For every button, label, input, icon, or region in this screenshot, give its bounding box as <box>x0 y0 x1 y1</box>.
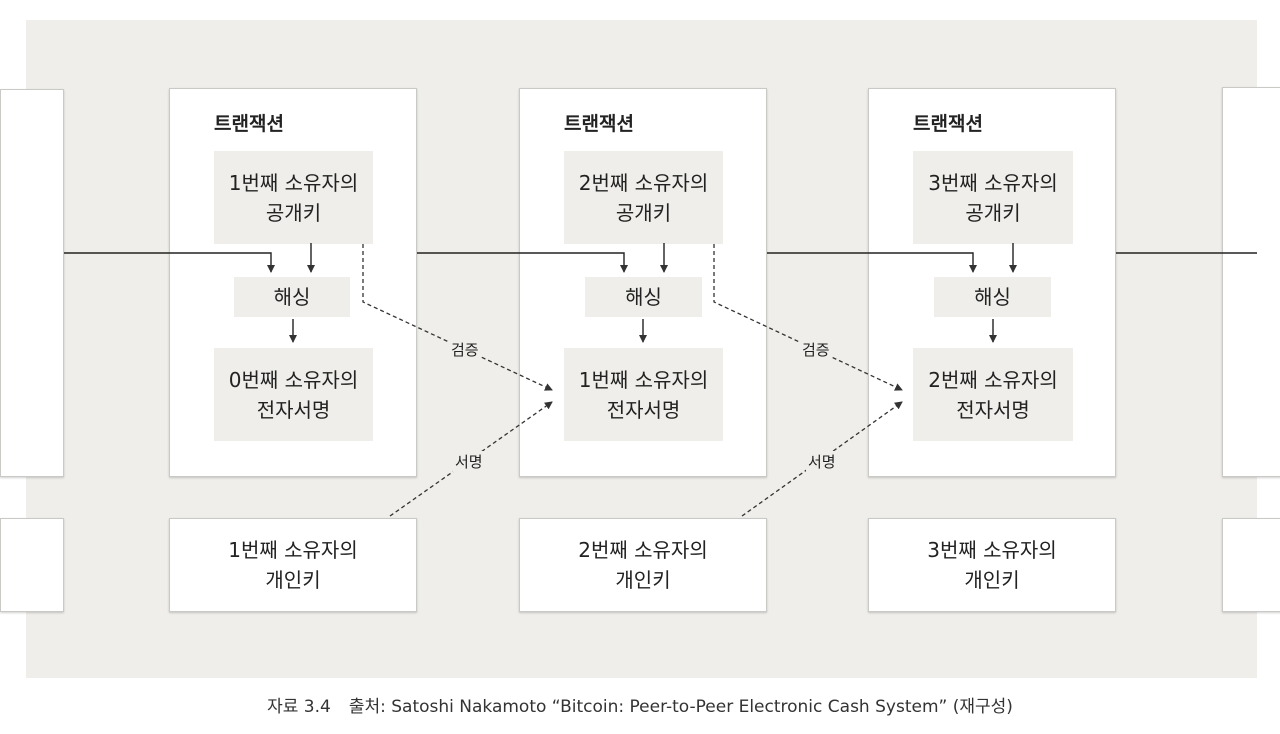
signature-box: 0번째 소유자의 전자서명 <box>214 348 373 441</box>
private-key-box-3: 3번째 소유자의 개인키 <box>868 518 1116 612</box>
hashing-box: 해싱 <box>585 277 702 317</box>
partial-transaction-box-right <box>1222 87 1280 477</box>
figure-source: 출처: Satoshi Nakamoto “Bitcoin: Peer-to-P… <box>348 697 1013 717</box>
partial-transaction-box-left <box>0 89 64 477</box>
private-key-box-2: 2번째 소유자의 개인키 <box>519 518 767 612</box>
verify-label-1: 검증 <box>449 339 481 360</box>
signature-box: 1번째 소유자의 전자서명 <box>564 348 723 441</box>
figure-number: 자료 3.4 <box>267 697 331 717</box>
sign-label-1: 서명 <box>453 451 485 472</box>
sign-label-2: 서명 <box>806 451 838 472</box>
public-key-box: 2번째 소유자의 공개키 <box>564 151 723 244</box>
transaction-title: 트랜잭션 <box>913 113 983 135</box>
transaction-box-2: 트랜잭션 2번째 소유자의 공개키 해싱 1번째 소유자의 전자서명 <box>519 88 767 477</box>
hashing-box: 해싱 <box>234 277 350 317</box>
verify-arrows <box>362 244 903 391</box>
verify-label-2: 검증 <box>800 339 832 360</box>
transaction-box-1: 트랜잭션 1번째 소유자의 공개키 해싱 0번째 소유자의 전자서명 <box>169 88 417 477</box>
partial-private-key-box-left <box>0 518 64 612</box>
public-key-box: 3번째 소유자의 공개키 <box>913 151 1073 244</box>
private-key-box-1: 1번째 소유자의 개인키 <box>169 518 417 612</box>
partial-private-key-box-right <box>1222 518 1280 612</box>
signature-box: 2번째 소유자의 전자서명 <box>913 348 1073 441</box>
hash-to-signature-arrows <box>289 319 997 343</box>
transaction-title: 트랜잭션 <box>214 113 284 135</box>
transaction-title: 트랜잭션 <box>564 113 634 135</box>
pubkey-to-hash-arrows <box>307 243 1017 273</box>
transaction-box-3: 트랜잭션 3번째 소유자의 공개키 해싱 2번째 소유자의 전자서명 <box>868 88 1116 477</box>
chain-line <box>64 252 1257 273</box>
hashing-box: 해싱 <box>934 277 1051 317</box>
figure-caption: 자료 3.4 출처: Satoshi Nakamoto “Bitcoin: Pee… <box>0 692 1280 717</box>
public-key-box: 1번째 소유자의 공개키 <box>214 151 373 244</box>
